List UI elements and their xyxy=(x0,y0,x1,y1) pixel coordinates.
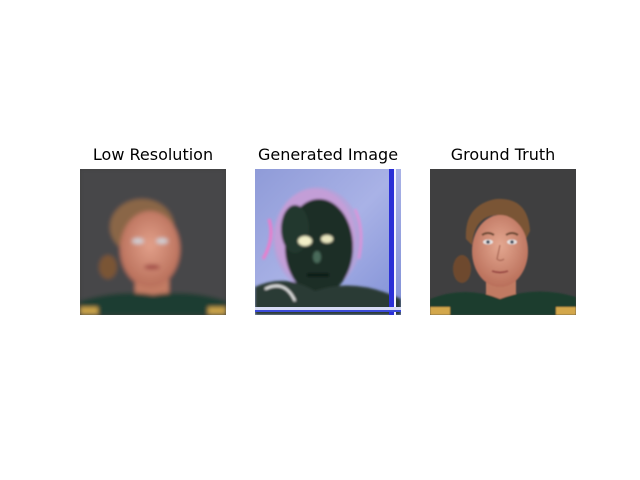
panel-generated-image: Generated Image xyxy=(255,144,401,315)
low-resolution-face-image xyxy=(80,169,226,315)
ground-truth-face-image xyxy=(430,169,576,315)
panel-ground-truth: Ground Truth xyxy=(430,144,576,315)
generated-face-image xyxy=(255,169,401,315)
panel-title-generated-image: Generated Image xyxy=(257,145,399,164)
panel-title-ground-truth: Ground Truth xyxy=(450,145,556,164)
panel-title-low-resolution: Low Resolution xyxy=(92,145,214,164)
panel-low-resolution: Low Resolution xyxy=(80,144,226,315)
